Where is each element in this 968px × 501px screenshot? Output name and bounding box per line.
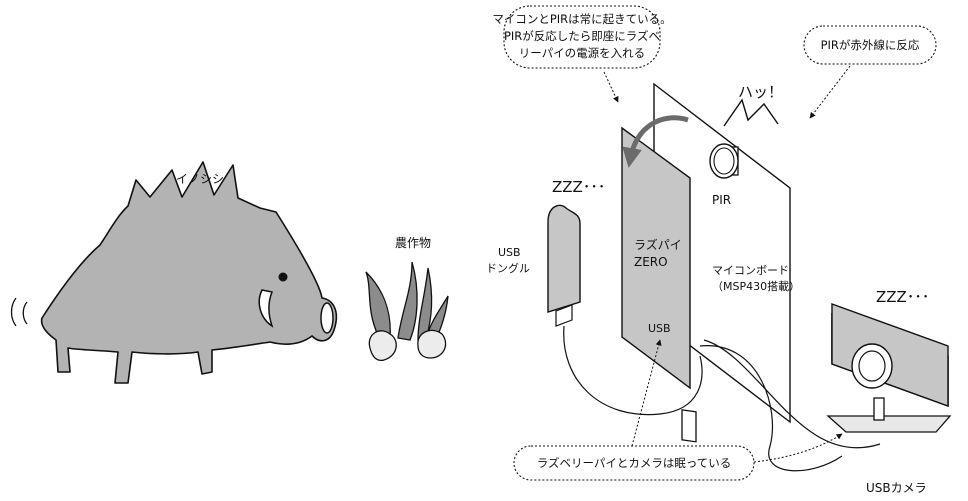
- callout-mcu-line-3: リーパイの電源を入れる: [519, 46, 645, 60]
- usb-camera-label: USBカメラ: [866, 481, 927, 495]
- pi-label-2: ZERO: [634, 255, 668, 269]
- callout-mcu-line-2: PIRが反応したら即座にラズベ: [504, 29, 660, 43]
- callout-sleeping-text: ラズベリーパイとカメラは眠っている: [537, 456, 732, 470]
- boar-eye: [278, 272, 288, 282]
- callout-mcu-awake: マイコンとPIRは常に起きている。 PIRが反応したら即座にラズベ リーパイの電…: [492, 5, 672, 69]
- ha-label: ハッ！: [738, 83, 783, 101]
- usb-dongle-label-2: ドングル: [486, 261, 530, 275]
- mcu-usb-port: [681, 409, 697, 443]
- pi-usb-label: USB: [648, 322, 671, 335]
- boar-snout: [320, 302, 334, 334]
- boar-label: イノシシ: [176, 172, 224, 186]
- zzz-camera: ZZZ･･･: [876, 288, 929, 306]
- sound-marks: [10, 297, 28, 327]
- crops-label: 農作物: [395, 236, 431, 250]
- crops: [365, 261, 449, 362]
- boar: [40, 161, 338, 384]
- boar-body: [40, 161, 338, 384]
- pi-label-1: ラズパイ: [634, 237, 682, 252]
- power-on-arrow: [622, 115, 689, 168]
- cables: [563, 325, 881, 472]
- callout-mcu-arrow: [603, 71, 619, 103]
- callout-pir-reacts: PIRが赤外線に反応: [803, 25, 937, 65]
- zzz-pi: ZZZ･･･: [552, 178, 605, 196]
- mcu-label-1: マイコンボード: [712, 264, 789, 277]
- alert-zigzag: [723, 98, 779, 127]
- usb-dongle-label-1: USB: [498, 246, 521, 259]
- callout-sleeping: ラズベリーパイとカメラは眠っている: [513, 445, 755, 481]
- boar-tusk: [258, 289, 274, 328]
- pir-sensor: [709, 143, 739, 179]
- callout-sleeping-arrow-pi: [631, 339, 662, 447]
- callout-sleeping-arrow-camera: [753, 433, 843, 463]
- raspberry-pi-board: [621, 126, 691, 390]
- callout-pir-text: PIRが赤外線に反応: [821, 38, 920, 52]
- callout-mcu-line-1: マイコンとPIRは常に起きている。: [492, 12, 671, 26]
- usb-camera: [826, 303, 952, 433]
- pir-label: PIR: [712, 193, 731, 207]
- mcu-label-2: （MSP430搭載）: [712, 280, 800, 293]
- usb-dongle: [547, 204, 581, 327]
- callout-pir-arrow: [809, 65, 851, 119]
